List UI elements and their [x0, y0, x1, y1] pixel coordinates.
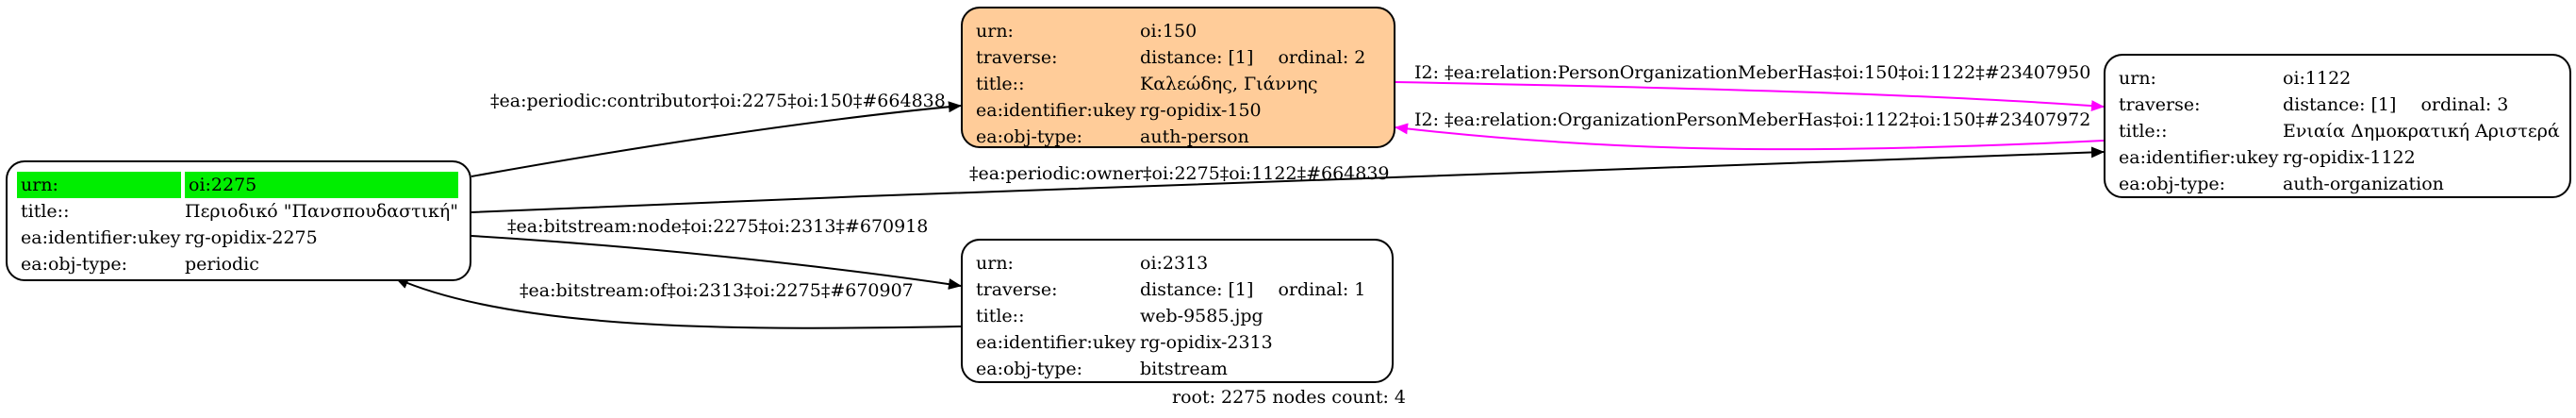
edge-label-contributor: ‡ea:periodic:contributor‡oi:2275‡oi:150‡…	[490, 91, 946, 111]
edge-label-bitstream-of: ‡ea:bitstream:of‡oi:2313‡oi:2275‡#670907	[520, 280, 914, 301]
node-row-type: ea:obj-type: bitstream	[972, 356, 1392, 382]
node-key: urn:	[976, 253, 1014, 274]
node-key: title::	[21, 201, 70, 222]
node-key: ea:identifier:ukey	[976, 332, 1136, 353]
node-row-ukey: ea:identifier:ukey rg-opidix-2313	[972, 329, 1392, 356]
node-row-title: title:: Ενιαία Δημοκρατική Αριστερά	[2115, 118, 2569, 144]
node-author-person[interactable]: urn: oi:150 traverse: distance: [1] ordin…	[961, 7, 1395, 148]
node-key: ea:obj-type:	[21, 254, 128, 275]
edge-bitstream-node	[471, 235, 962, 290]
edge-bitstream-of	[395, 277, 962, 329]
node-value: oi:150	[1140, 21, 1197, 42]
traverse-ordinal: ordinal: 3	[2420, 94, 2509, 115]
node-value: oi:1122	[2283, 68, 2352, 89]
node-value: rg-opidix-1122	[2283, 147, 2416, 168]
node-row-title: title:: web-9585.jpg	[972, 303, 1392, 329]
node-periodic[interactable]: urn: oi:2275 title:: Περιοδικό "Πανσπουδ…	[6, 160, 471, 281]
node-row-urn: urn: oi:2313	[972, 250, 1392, 276]
node-value: distance: [1] ordinal: 2	[1136, 44, 1365, 71]
edge-organization-person	[1395, 123, 2105, 151]
node-key: ea:identifier:ukey	[2119, 147, 2279, 168]
node-key: traverse:	[976, 47, 1058, 68]
node-row-ukey: ea:identifier:ukey rg-opidix-150	[972, 97, 1394, 124]
node-value: bitstream	[1140, 359, 1228, 379]
node-row-urn: urn: oi:150	[972, 18, 1394, 44]
node-row-ukey: ea:identifier:ukey rg-opidix-2275	[17, 225, 470, 251]
node-organization[interactable]: urn: oi:1122 traverse: distance: [1] ordi…	[2104, 54, 2571, 198]
node-key: title::	[976, 74, 1025, 94]
node-value: web-9585.jpg	[1140, 306, 1263, 326]
node-row-type: ea:obj-type: periodic	[17, 251, 470, 277]
node-value: rg-opidix-2313	[1140, 332, 1273, 353]
node-key: ea:obj-type:	[976, 359, 1083, 379]
node-key: ea:identifier:ukey	[976, 100, 1136, 121]
node-key: title::	[2119, 121, 2168, 142]
node-row-traverse: traverse: distance: [1] ordinal: 2	[972, 44, 1394, 71]
node-value: periodic	[185, 254, 259, 275]
edge-label-person-organization: I2: ‡ea:relation:PersonOrganizationMeber…	[1414, 62, 2091, 83]
node-key: urn:	[976, 21, 1014, 42]
traverse-ordinal: ordinal: 2	[1278, 47, 1366, 68]
node-value: auth-person	[1140, 126, 1249, 147]
node-row-title: title:: Περιοδικό "Πανσπουδαστική"	[17, 198, 470, 225]
edge-periodic-contributor	[471, 101, 962, 177]
node-value: Καλεώδης, Γιάννης	[1140, 74, 1318, 94]
node-value: distance: [1] ordinal: 1	[1136, 276, 1365, 303]
edge-label-bitstream-node: ‡ea:bitstream:node‡oi:2275‡oi:2313‡#6709…	[507, 216, 929, 237]
node-key: urn:	[17, 172, 181, 198]
node-row-traverse: traverse: distance: [1] ordinal: 1	[972, 276, 1392, 303]
node-value: distance: [1] ordinal: 3	[2279, 92, 2508, 118]
edge-label-owner: ‡ea:periodic:owner‡oi:2275‡oi:1122‡#6648…	[969, 163, 1390, 184]
node-value: auth-organization	[2283, 174, 2444, 194]
traverse-distance: distance: [1]	[2283, 94, 2397, 115]
node-key: urn:	[2119, 68, 2156, 89]
edge-label-organization-person: I2: ‡ea:relation:OrganizationPersonMeber…	[1414, 109, 2091, 130]
node-key: title::	[976, 306, 1025, 326]
edge-person-organization	[1395, 81, 2105, 112]
node-value: oi:2313	[1140, 253, 1209, 274]
node-value: Ενιαία Δημοκρατική Αριστερά	[2283, 121, 2560, 142]
node-row-urn: urn: oi:2275	[17, 172, 470, 198]
node-key: ea:obj-type:	[2119, 174, 2226, 194]
node-key: ea:identifier:ukey	[21, 227, 181, 248]
node-key: traverse:	[976, 279, 1058, 300]
node-value: rg-opidix-150	[1140, 100, 1262, 121]
node-value: rg-opidix-2275	[185, 227, 318, 248]
traverse-ordinal: ordinal: 1	[1278, 279, 1366, 300]
traverse-distance: distance: [1]	[1140, 47, 1254, 68]
graph-summary: root: 2275 nodes count: 4	[1172, 387, 1407, 408]
node-key: traverse:	[2119, 94, 2201, 115]
node-row-type: ea:obj-type: auth-organization	[2115, 171, 2569, 197]
node-row-title: title:: Καλεώδης, Γιάννης	[972, 71, 1394, 97]
node-row-traverse: traverse: distance: [1] ordinal: 3	[2115, 92, 2569, 118]
node-value: Περιοδικό "Πανσπουδαστική"	[185, 201, 459, 222]
node-row-type: ea:obj-type: auth-person	[972, 124, 1394, 150]
traverse-distance: distance: [1]	[1140, 279, 1254, 300]
node-bitstream[interactable]: urn: oi:2313 traverse: distance: [1] ordi…	[961, 239, 1394, 383]
node-value: oi:2275	[185, 172, 458, 198]
node-row-ukey: ea:identifier:ukey rg-opidix-1122	[2115, 144, 2569, 171]
node-key: ea:obj-type:	[976, 126, 1083, 147]
node-row-urn: urn: oi:1122	[2115, 65, 2569, 92]
